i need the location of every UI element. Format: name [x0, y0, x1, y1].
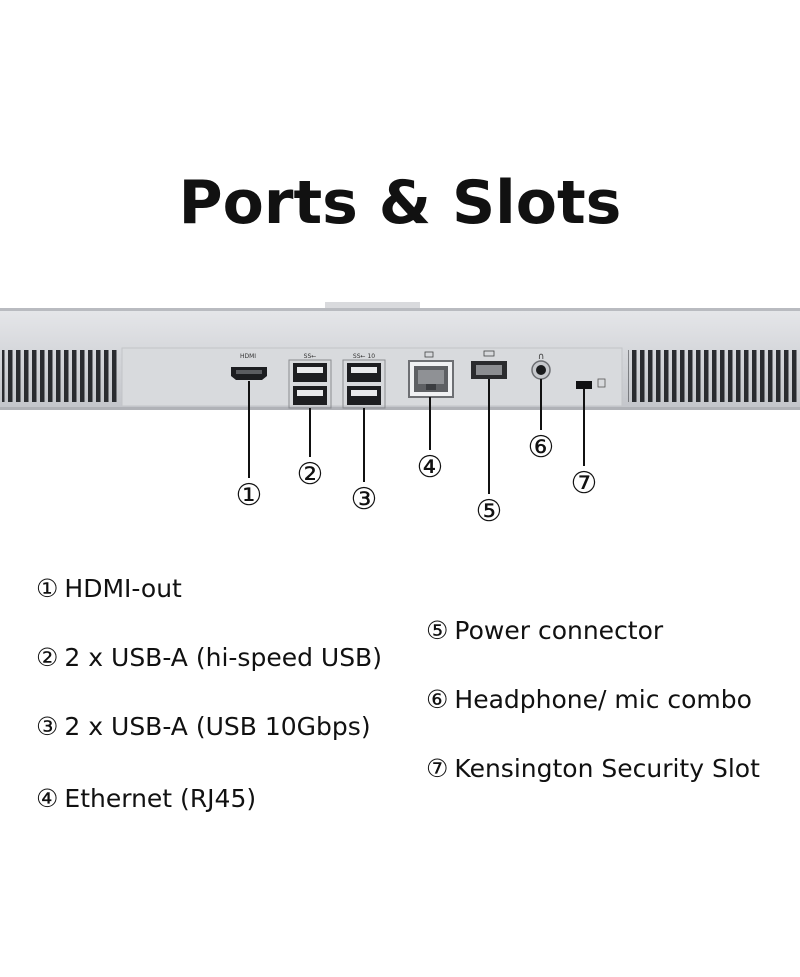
callout-5: ⑤ [476, 494, 503, 529]
legend-num: ④ [36, 784, 59, 813]
hdmi-port: HDMI [231, 353, 267, 380]
device-rear-panel: HDMI SS← SS← 10 ∩ [0, 302, 800, 529]
callout-1: ① [236, 478, 263, 513]
hdmi-port-label: HDMI [240, 353, 256, 360]
callout-3: ③ [351, 482, 378, 517]
page-title: Ports & Slots [178, 168, 622, 238]
usb-port-label: SS← [304, 353, 317, 360]
callout-4: ④ [417, 450, 444, 485]
legend-text: HDMI-out [64, 574, 182, 603]
legend-text: Kensington Security Slot [454, 754, 760, 783]
usb10-port-label: SS← 10 [353, 353, 375, 360]
vent-left [2, 350, 118, 402]
ethernet-port [408, 351, 454, 398]
legend-num: ① [36, 574, 59, 603]
vent-right [628, 350, 800, 402]
legend-num: ⑦ [426, 754, 449, 783]
headset-icon: ∩ [538, 352, 545, 362]
legend-text: Power connector [454, 616, 664, 645]
legend-num: ⑥ [426, 685, 449, 714]
legend-text: 2 x USB-A (hi-speed USB) [64, 643, 382, 672]
stand-top [325, 302, 420, 308]
headphone-mic-jack: ∩ [531, 352, 551, 380]
lock-icon [597, 378, 606, 388]
legend-num: ② [36, 643, 59, 672]
callout-2: ② [297, 457, 324, 492]
legend-text: Headphone/ mic combo [454, 685, 752, 714]
callout-6: ⑥ [528, 430, 555, 465]
leader-lines [248, 379, 585, 494]
legend-num: ③ [36, 712, 59, 741]
kensington-slot [576, 378, 606, 389]
callout-7: ⑦ [571, 466, 598, 501]
legend-num: ⑤ [426, 616, 449, 645]
power-connector [471, 350, 507, 379]
usb-a-10gbps-ports: SS← 10 [342, 353, 386, 409]
legend-text: 2 x USB-A (USB 10Gbps) [64, 712, 371, 741]
legend-text: Ethernet (RJ45) [64, 784, 257, 813]
